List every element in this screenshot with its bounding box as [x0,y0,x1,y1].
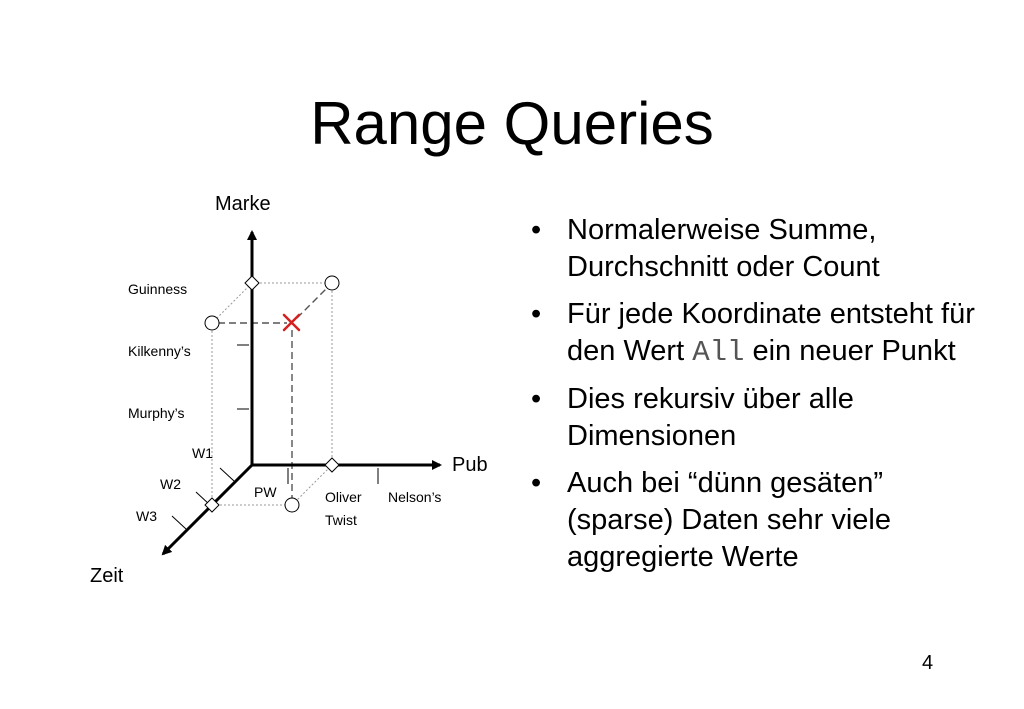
slide-title: Range Queries [310,90,714,157]
bullet-list: Normalerweise Summe, Durchschnitt oder C… [527,212,987,586]
marke-tick-murphys: Murphy’s [128,405,185,421]
bullet-item: Normalerweise Summe, Durchschnitt oder C… [527,212,987,286]
axis-diamond-markers [204,275,340,513]
bullet-text: Dies rekursiv über alle Dimensionen [567,383,854,452]
pub-tick-twist: Twist [325,512,357,528]
bullet-item: Auch bei “dünn gesäten” (sparse) Daten s… [527,465,987,576]
page-number: 4 [922,652,934,674]
bullet-text: Für jede Koordinate entsteht für den Wer… [567,298,975,367]
pub-tick-nelsons: Nelson’s [388,489,441,505]
pub-tick-oliver: Oliver [325,489,362,505]
marke-tick-guinness: Guinness [128,281,187,297]
circle-marker [284,497,300,513]
bullet-text: Normalerweise Summe, Durchschnitt oder C… [567,214,880,283]
pub-axis-label: Pub [452,454,488,476]
corner-circle-markers [204,275,340,513]
cube-edges [211,282,333,506]
diamond-marker [324,457,340,473]
guide-lines [218,286,329,499]
marke-axis-label: Marke [215,193,271,215]
marke-tick-kilkennys: Kilkenny’s [128,343,191,359]
bullet-item: Für jede Koordinate entsteht für den Wer… [527,296,987,371]
zeit-tick-w3: W3 [136,508,157,524]
circle-marker [324,275,340,291]
diamond-marker [204,497,220,513]
zeit-axis-label: Zeit [90,565,124,587]
zeit-tick-w2: W2 [160,476,181,492]
bullet-item: Dies rekursiv über alle Dimensionen [527,381,987,455]
zeit-axis [161,463,254,556]
diamond-marker [244,275,260,291]
zeit-tick-w1: W1 [192,445,213,461]
circle-marker [204,315,220,331]
code-all: All [692,336,745,369]
bullet-text: ein neuer Punkt [744,335,956,367]
pub-tick-pw: PW [254,484,277,500]
bullet-text: Auch bei “dünn gesäten” (sparse) Daten s… [567,467,891,573]
query-point-cross-icon [282,313,301,332]
